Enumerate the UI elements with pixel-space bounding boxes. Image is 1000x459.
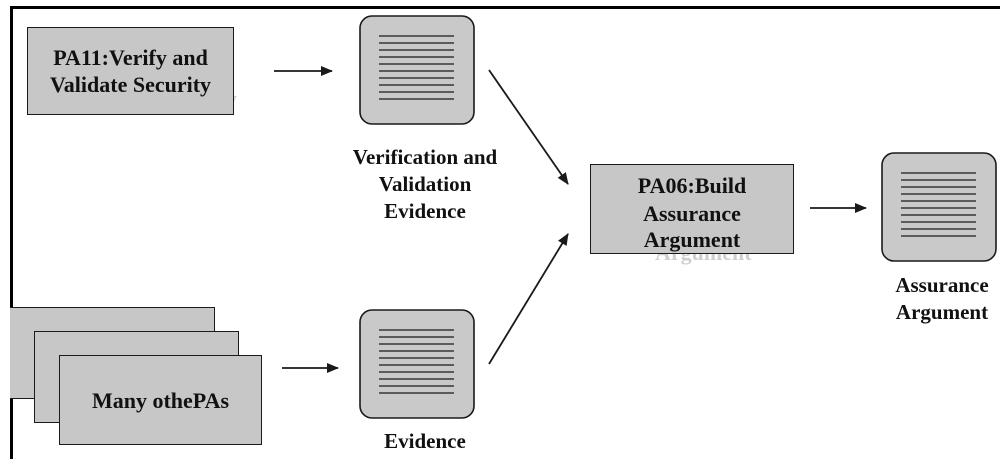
assurance-caption-line2: Argument [895,300,989,324]
frame-left-border [10,6,13,459]
document-icon-vv-evidence [359,15,475,125]
stacked-pa-box-front: Many othePAs [59,355,262,445]
document-icon-evidence [359,309,475,419]
pa06-label-line1: PA06:Build [637,173,747,198]
assurance-caption-line1: Assurance [895,273,989,297]
pa11-label-line2: Validate Security [49,72,212,97]
assurance-argument-caption: Assurance Argument [884,272,1000,326]
frame-top-border [10,6,1000,9]
evidence-caption: Evidence [384,429,466,453]
pa06-label-line2: Assurance [643,201,741,226]
vv-caption-line3: Evidence [384,199,466,223]
pa06-label-line3: Argument [643,227,741,252]
many-other-pas-label: Many othePAs [91,388,230,413]
vv-caption-line1: Verification and [352,145,498,169]
pa11-label-line1: PA11:Verify and [53,45,208,70]
pa06-process-box: PA06:Build Assurance Argument [590,164,794,254]
pa11-process-box: PA11:Verify and Validate Security [27,27,234,115]
document-icon-assurance-argument [881,152,997,262]
arrow-vv-evidence-to-pa06 [488,69,569,185]
arrow-evidence-to-pa06 [488,233,569,365]
vv-caption-line2: Validation [378,172,472,196]
vv-evidence-caption: Verification and Validation Evidence [318,144,532,225]
